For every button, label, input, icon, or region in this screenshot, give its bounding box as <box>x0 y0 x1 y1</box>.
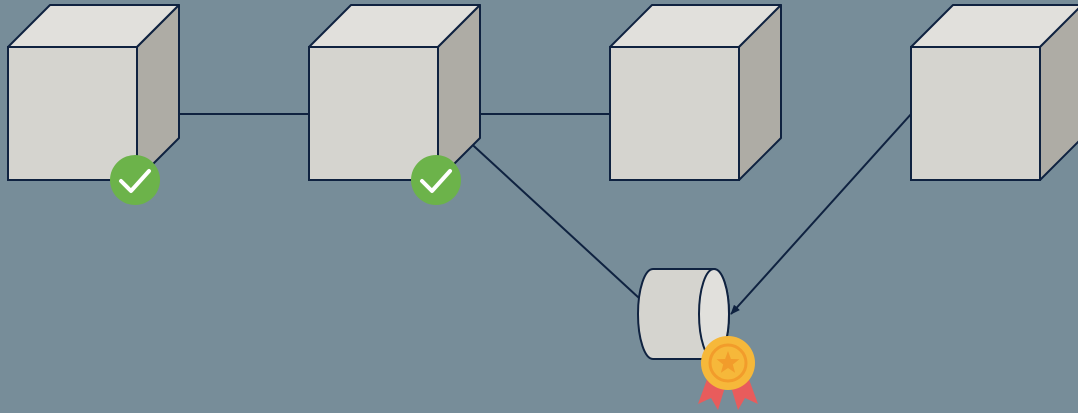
cube-block-3[interactable] <box>609 4 782 181</box>
cube-block-1[interactable] <box>7 4 180 181</box>
cube-block-2[interactable] <box>308 4 481 181</box>
medal-icon <box>698 336 758 410</box>
cube-front-face <box>7 46 138 181</box>
nodes-layer <box>7 4 1078 360</box>
edges-layer <box>137 110 913 315</box>
check-icon <box>110 155 160 205</box>
check-icon <box>411 155 461 205</box>
cube-front-face <box>910 46 1041 181</box>
cube-block-4[interactable] <box>910 4 1078 181</box>
cube-front-face <box>308 46 439 181</box>
edge-block-4-to-cylinder-node <box>730 112 913 315</box>
cube-front-face <box>609 46 740 181</box>
badges-layer <box>110 155 758 410</box>
